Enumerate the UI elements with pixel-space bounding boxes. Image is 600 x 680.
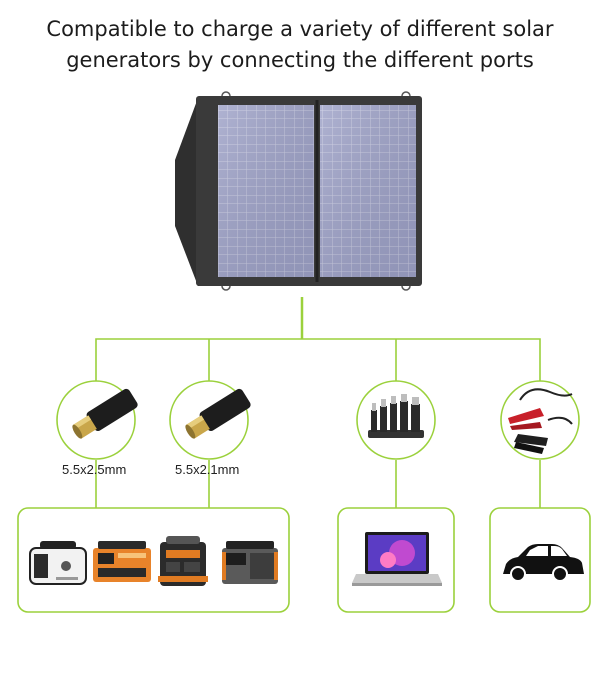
headline: Compatible to charge a variety of differ… xyxy=(0,14,600,76)
power-station-icon xyxy=(93,541,151,582)
dc-plug-icon xyxy=(185,388,251,439)
device-box-generators xyxy=(17,507,290,613)
port-label-1: 5.5x2.5mm xyxy=(62,462,127,477)
connector-lines xyxy=(95,297,541,508)
alligator-clips-icon xyxy=(508,388,573,454)
solar-panel-icon xyxy=(175,91,422,291)
car-icon xyxy=(503,544,584,582)
headline-line-1: Compatible to charge a variety of differ… xyxy=(46,17,554,41)
power-station-icon xyxy=(158,536,208,586)
dc-plug-icon xyxy=(72,388,138,439)
laptop-icon xyxy=(352,532,442,586)
power-station-icon xyxy=(29,541,87,585)
adapter-tips-icon xyxy=(368,394,424,438)
port-label-2: 5.5x2.1mm xyxy=(175,462,240,477)
power-station-icon xyxy=(222,541,278,584)
headline-line-2: generators by connecting the different p… xyxy=(66,48,534,72)
